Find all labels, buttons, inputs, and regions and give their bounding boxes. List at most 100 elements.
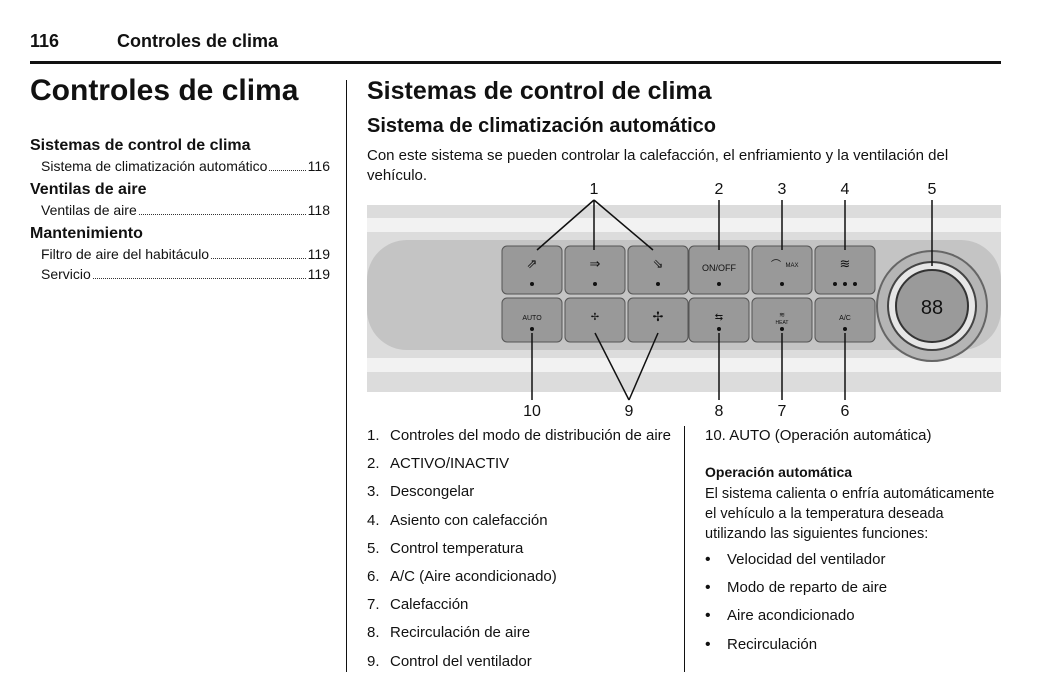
callout-7: 7 [778, 403, 787, 420]
panel-trim-top [367, 218, 1001, 232]
airflow-mode-button-1[interactable] [501, 245, 563, 295]
fan-speed-up-button[interactable] [627, 297, 689, 343]
legend-item: 4.Asiento con calefacción [367, 511, 677, 539]
legend-divider [684, 426, 685, 672]
legend-item: 9.Control del ventilador [367, 652, 677, 680]
fan-large-icon: ✢ [653, 309, 664, 324]
toc-section[interactable]: Mantenimiento [30, 225, 143, 242]
callout-lines-bottom [531, 332, 846, 401]
legend-item: 5. Control temperatura [367, 539, 677, 567]
toc-leader [138, 200, 306, 215]
callout-9: 9 [625, 403, 634, 420]
indicator-dot [717, 327, 721, 331]
indicator-dot [530, 282, 534, 286]
airflow-mode-icon: ⇗ [527, 256, 538, 271]
toc-entry[interactable]: Servicio 119 [30, 264, 330, 284]
legend-number: 9. [367, 652, 380, 670]
legend-text: Recirculación de aire [390, 624, 531, 642]
callout-3: 3 [778, 181, 787, 198]
toc-entry[interactable]: Sistema de climatización automático 116 [30, 156, 330, 176]
airflow-mode-icon: ⇘ [653, 256, 664, 271]
toc-section[interactable]: Sistemas de control de clima [30, 137, 251, 154]
left-column: Controles de clima Sistemas de control d… [30, 74, 330, 284]
legend-item: 1.Controles del modo de distribución de … [367, 426, 677, 454]
airflow-mode-button-2[interactable] [564, 245, 626, 295]
legend-number: 3. [367, 483, 380, 501]
on-off-label: ON/OFF [702, 263, 736, 273]
indicator-dot [717, 282, 721, 286]
recirculation-icon: ⇆ [715, 312, 723, 323]
indicator-dot [780, 282, 784, 286]
auto-label: AUTO [522, 315, 542, 322]
bullet-item: • Velocidad del ventilador [705, 550, 1005, 578]
callout-5: 5 [928, 181, 937, 198]
legend-number: 5. [367, 539, 380, 557]
legend-number: 1. [367, 427, 380, 444]
bullet-item: •Aire acondicionado [705, 606, 1005, 634]
legend-number: 7. [367, 596, 380, 614]
bullet-text: Velocidad del ventilador [727, 551, 886, 568]
indicator-dot [593, 282, 597, 286]
toc-section[interactable]: Ventilas de aire [30, 181, 147, 198]
heat-icon: ≋ [779, 312, 785, 319]
bullet-item: •Modo de reparto de aire [705, 578, 1005, 606]
legend-item-10: 10. AUTO (Operación automática) [705, 427, 932, 444]
bullet-text: Recirculación [727, 635, 818, 653]
airflow-mode-button-3[interactable] [627, 245, 689, 295]
heated-seat-icon: ≋ [840, 256, 851, 271]
indicator-dot [833, 282, 837, 286]
callout-1: 1 [590, 181, 599, 198]
legend-number: 8. [367, 624, 380, 642]
auto-operation-text: El sistema calienta o enfría automáticam… [705, 486, 995, 542]
toc-entry-page: 118 [307, 202, 330, 218]
fan-speed-down-button[interactable] [564, 297, 626, 343]
temperature-knob-face[interactable] [895, 269, 969, 343]
toc-entry-page: 119 [307, 246, 330, 262]
callout-4: 4 [841, 181, 850, 198]
temperature-display: 88 [921, 297, 943, 319]
climate-control-figure: ⇗ ⇒ ⇘ ON/OFF ⌒ MAX ≋ AUTO ✢ ✢ ⇆ ≋ HEAT A… [367, 178, 1001, 422]
bullet-icon: • [705, 635, 711, 653]
legend-item: 6. A/C (Aire acondicionado) [367, 567, 677, 595]
header-rule [30, 61, 1001, 64]
legend-right-column: 10. AUTO (Operación automática) Operació… [705, 426, 1005, 663]
indicator-dot [530, 327, 534, 331]
legend-item: 7.Calefacción [367, 595, 677, 623]
toc-entry[interactable]: Filtro de aire del habitáculo 119 [30, 244, 330, 264]
toc-entry-label: Sistema de climatización automático [41, 158, 268, 174]
intro-paragraph: Con este sistema se pueden controlar la … [367, 147, 949, 184]
bullet-icon: • [705, 551, 711, 568]
max-label: MAX [785, 263, 798, 269]
toc-entry-page: 119 [307, 266, 330, 282]
column-divider [346, 80, 347, 672]
button-row-bottom [501, 297, 876, 343]
callout-2: 2 [715, 181, 724, 198]
legend-item: 2.ACTIVO/INACTIV [367, 454, 677, 482]
toc-entry-label: Ventilas de aire [41, 202, 137, 218]
legend-text: Asiento con calefacción [390, 511, 548, 529]
legend-number: 6. [367, 567, 380, 585]
table-of-contents: Sistemas de control de clima Sistema de … [30, 136, 330, 284]
climate-panel-illustration: ⇗ ⇒ ⇘ ON/OFF ⌒ MAX ≋ AUTO ✢ ✢ ⇆ ≋ HEAT A… [367, 181, 1001, 420]
ac-label: A/C [839, 315, 851, 322]
fan-small-icon: ✢ [591, 312, 599, 323]
legend-item: 3.Descongelar [367, 482, 677, 510]
legend-text: Control temperatura [390, 539, 524, 557]
toc-entry-page: 116 [307, 158, 330, 174]
callout-lines-top [536, 199, 933, 266]
right-column: Sistemas de control de clima Sistema de … [367, 74, 1001, 186]
chapter-title: Controles de clima [30, 74, 299, 107]
defrost-button[interactable] [751, 245, 813, 295]
section-heading: Sistemas de control de clima [367, 77, 712, 105]
legend-text: A/C (Aire acondicionado) [390, 567, 557, 585]
indicator-dot [853, 282, 857, 286]
toc-entry[interactable]: Ventilas de aire 118 [30, 200, 330, 220]
indicator-dot [843, 282, 847, 286]
legend-number: 2. [367, 455, 380, 473]
bullet-text: Modo de reparto de aire [727, 579, 888, 597]
auto-operation-bullets: •Velocidad del ventilador •Modo de repar… [705, 550, 1005, 663]
callout-8: 8 [715, 403, 724, 420]
toc-leader [211, 244, 306, 259]
bullet-text: Aire acondicionado [727, 607, 855, 625]
subsection-heading: Sistema de climatización automático [367, 115, 716, 137]
